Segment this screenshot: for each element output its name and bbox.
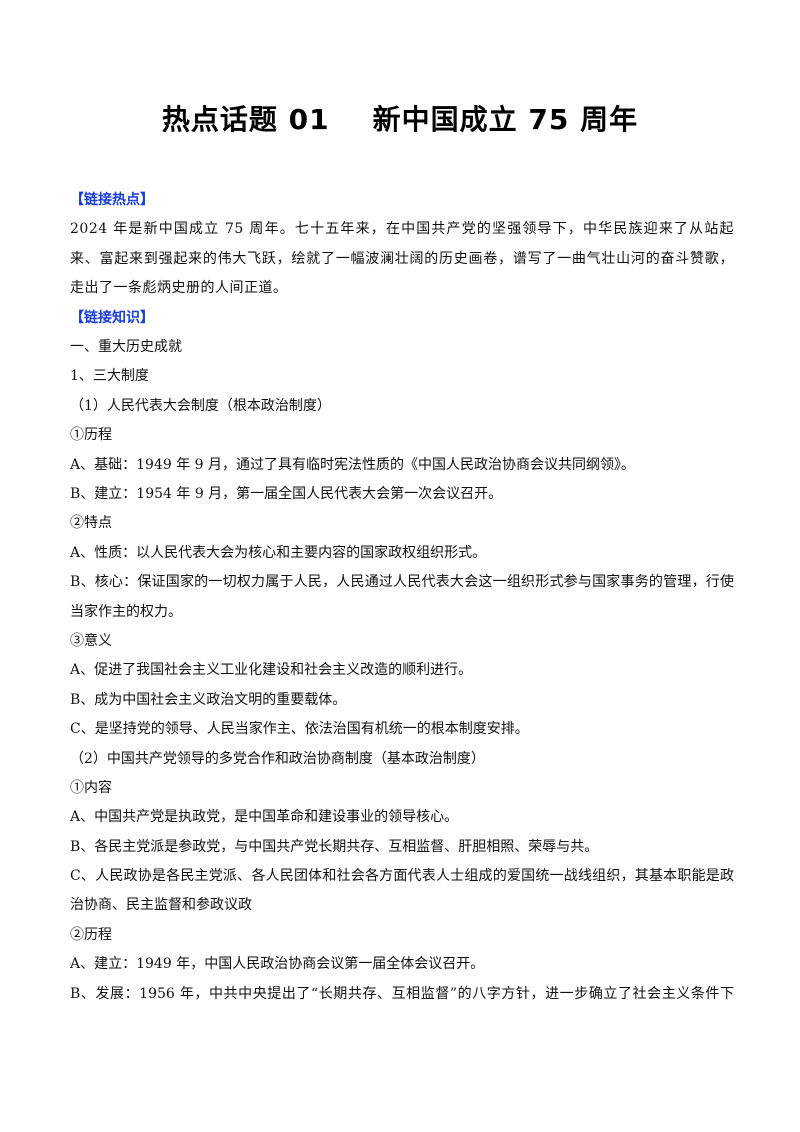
section-label-knowledge: 【链接知识】	[70, 309, 154, 326]
intro-paragraph: 2024 年是新中国成立 75 周年。七十五年来，在中国共产党的坚强领导下，中华…	[70, 221, 734, 297]
list-item: A、建立：1949 年，中国人民政治协商会议第一届全体会议召开。	[70, 956, 485, 973]
document-body: 【链接热点】 2024 年是新中国成立 75 周年。七十五年来，在中国共产党的坚…	[70, 186, 734, 1009]
heading-npc-system: （1）人民代表大会制度（根本政治制度）	[70, 397, 331, 414]
heading-significance: ③意义	[70, 632, 112, 649]
section-label-hotspot: 【链接热点】	[70, 192, 154, 208]
list-item: B、各民主党派是参政党，与中国共产党长期共存、互相监督、肝胆相照、荣辱与共。	[70, 838, 599, 855]
heading-features: ②特点	[70, 515, 112, 532]
heading-history: ①历程	[70, 427, 112, 444]
list-item-core: B、核心：保证国家的一切权力属于人民，人民通过人民代表大会这一组织形式参与国家事…	[70, 574, 734, 620]
list-item: A、基础：1949 年 9 月，通过了具有临时宪法性质的《中国人民政治协商会议共…	[70, 456, 635, 473]
heading-major-achievements: 一、重大历史成就	[70, 339, 182, 355]
list-item: B、成为中国社会主义政治文明的重要载体。	[70, 691, 347, 708]
heading-history-2: ②历程	[70, 926, 112, 943]
list-item: A、促进了我国社会主义工业化建设和社会主义改造的顺利进行。	[70, 662, 473, 679]
list-item-cppcc: C、人民政协是各民主党派、各人民团体和社会各方面代表人士组成的爱国统一战线组织，…	[70, 868, 734, 914]
heading-three-systems: 1、三大制度	[70, 368, 149, 385]
document-title: 热点话题 01 新中国成立 75 周年	[161, 103, 639, 136]
list-item: A、中国共产党是执政党，是中国革命和建设事业的领导核心。	[70, 809, 459, 826]
list-item-last: B、发展：1956 年，中共中央提出了“长期共存、互相监督”的八字方针，进一步确…	[70, 985, 734, 1002]
list-item: C、是坚持党的领导、人民当家作主、依法治国有机统一的根本制度安排。	[70, 721, 529, 738]
heading-multiparty-system: （2）中国共产党领导的多党合作和政治协商制度（基本政治制度）	[70, 750, 485, 767]
heading-content: ①内容	[70, 779, 112, 796]
list-item: B、建立：1954 年 9 月，第一届全国人民代表大会第一次会议召开。	[70, 485, 503, 502]
list-item: A、性质：以人民代表大会为核心和主要内容的国家政权组织形式。	[70, 544, 487, 561]
